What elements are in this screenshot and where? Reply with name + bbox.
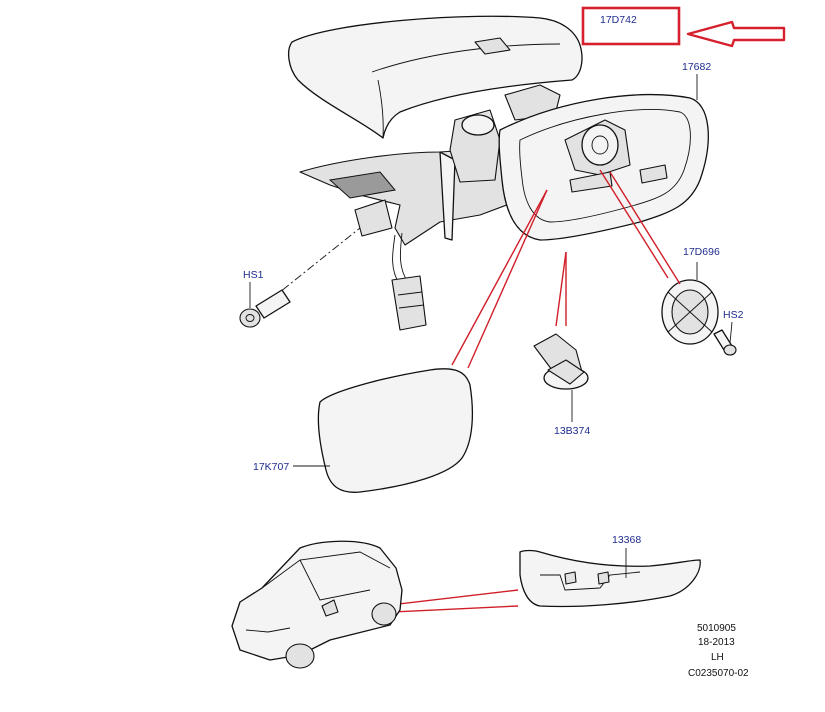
hs1-axis-line xyxy=(269,227,361,301)
label-cover: 17D742 xyxy=(600,14,637,26)
label-hs1: HS1 xyxy=(243,269,264,281)
meta-line-1: 5010905 xyxy=(697,623,736,634)
mirror-cover xyxy=(287,15,583,139)
label-bracket: 13B374 xyxy=(554,425,590,437)
label-glass: 17K707 xyxy=(253,461,289,473)
mirror-glass xyxy=(293,368,474,493)
harness-connector xyxy=(354,199,427,331)
label-indicator: 13368 xyxy=(612,534,641,546)
label-hs2: HS2 xyxy=(723,309,744,321)
meta-line-3: LH xyxy=(711,652,724,663)
indicator-13368 xyxy=(519,548,701,608)
highlight-arrow-icon xyxy=(686,20,786,48)
screw-hs1 xyxy=(239,282,291,328)
actuator-17d696 xyxy=(661,262,719,345)
label-actuator: 17D696 xyxy=(683,246,720,258)
highlight-box xyxy=(581,6,681,46)
meta-line-4: C0235070-02 xyxy=(688,668,749,679)
meta-line-2: 18-2013 xyxy=(698,637,735,648)
label-housing: 17682 xyxy=(682,61,711,73)
screw-hs2 xyxy=(713,321,737,356)
mirror-housing xyxy=(299,84,709,246)
bracket-13b374 xyxy=(533,333,589,422)
vehicle-illustration xyxy=(231,540,403,669)
